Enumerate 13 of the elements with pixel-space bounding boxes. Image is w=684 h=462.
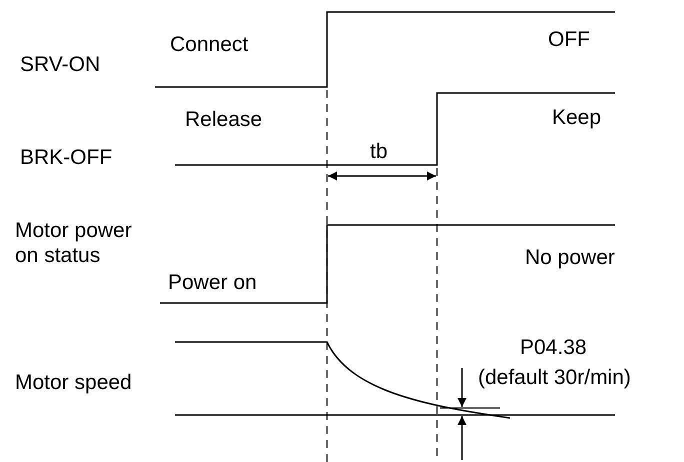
state-label: OFF: [548, 27, 590, 52]
state-label: Keep: [552, 105, 602, 130]
state-label: Release: [185, 107, 262, 132]
signal-name: SRV-ON: [20, 52, 100, 77]
dimension-label: tb: [370, 139, 388, 164]
signal-name: Motor speed: [15, 370, 132, 395]
signal-name: BRK-OFF: [20, 145, 112, 170]
state-label: Power on: [168, 270, 257, 295]
parameter-label: P04.38: [520, 335, 587, 360]
signal-name: Motor power on status: [15, 218, 133, 268]
state-label: Connect: [170, 32, 248, 57]
parameter-note: (default 30r/min): [478, 365, 631, 390]
state-label: No power: [525, 245, 615, 270]
